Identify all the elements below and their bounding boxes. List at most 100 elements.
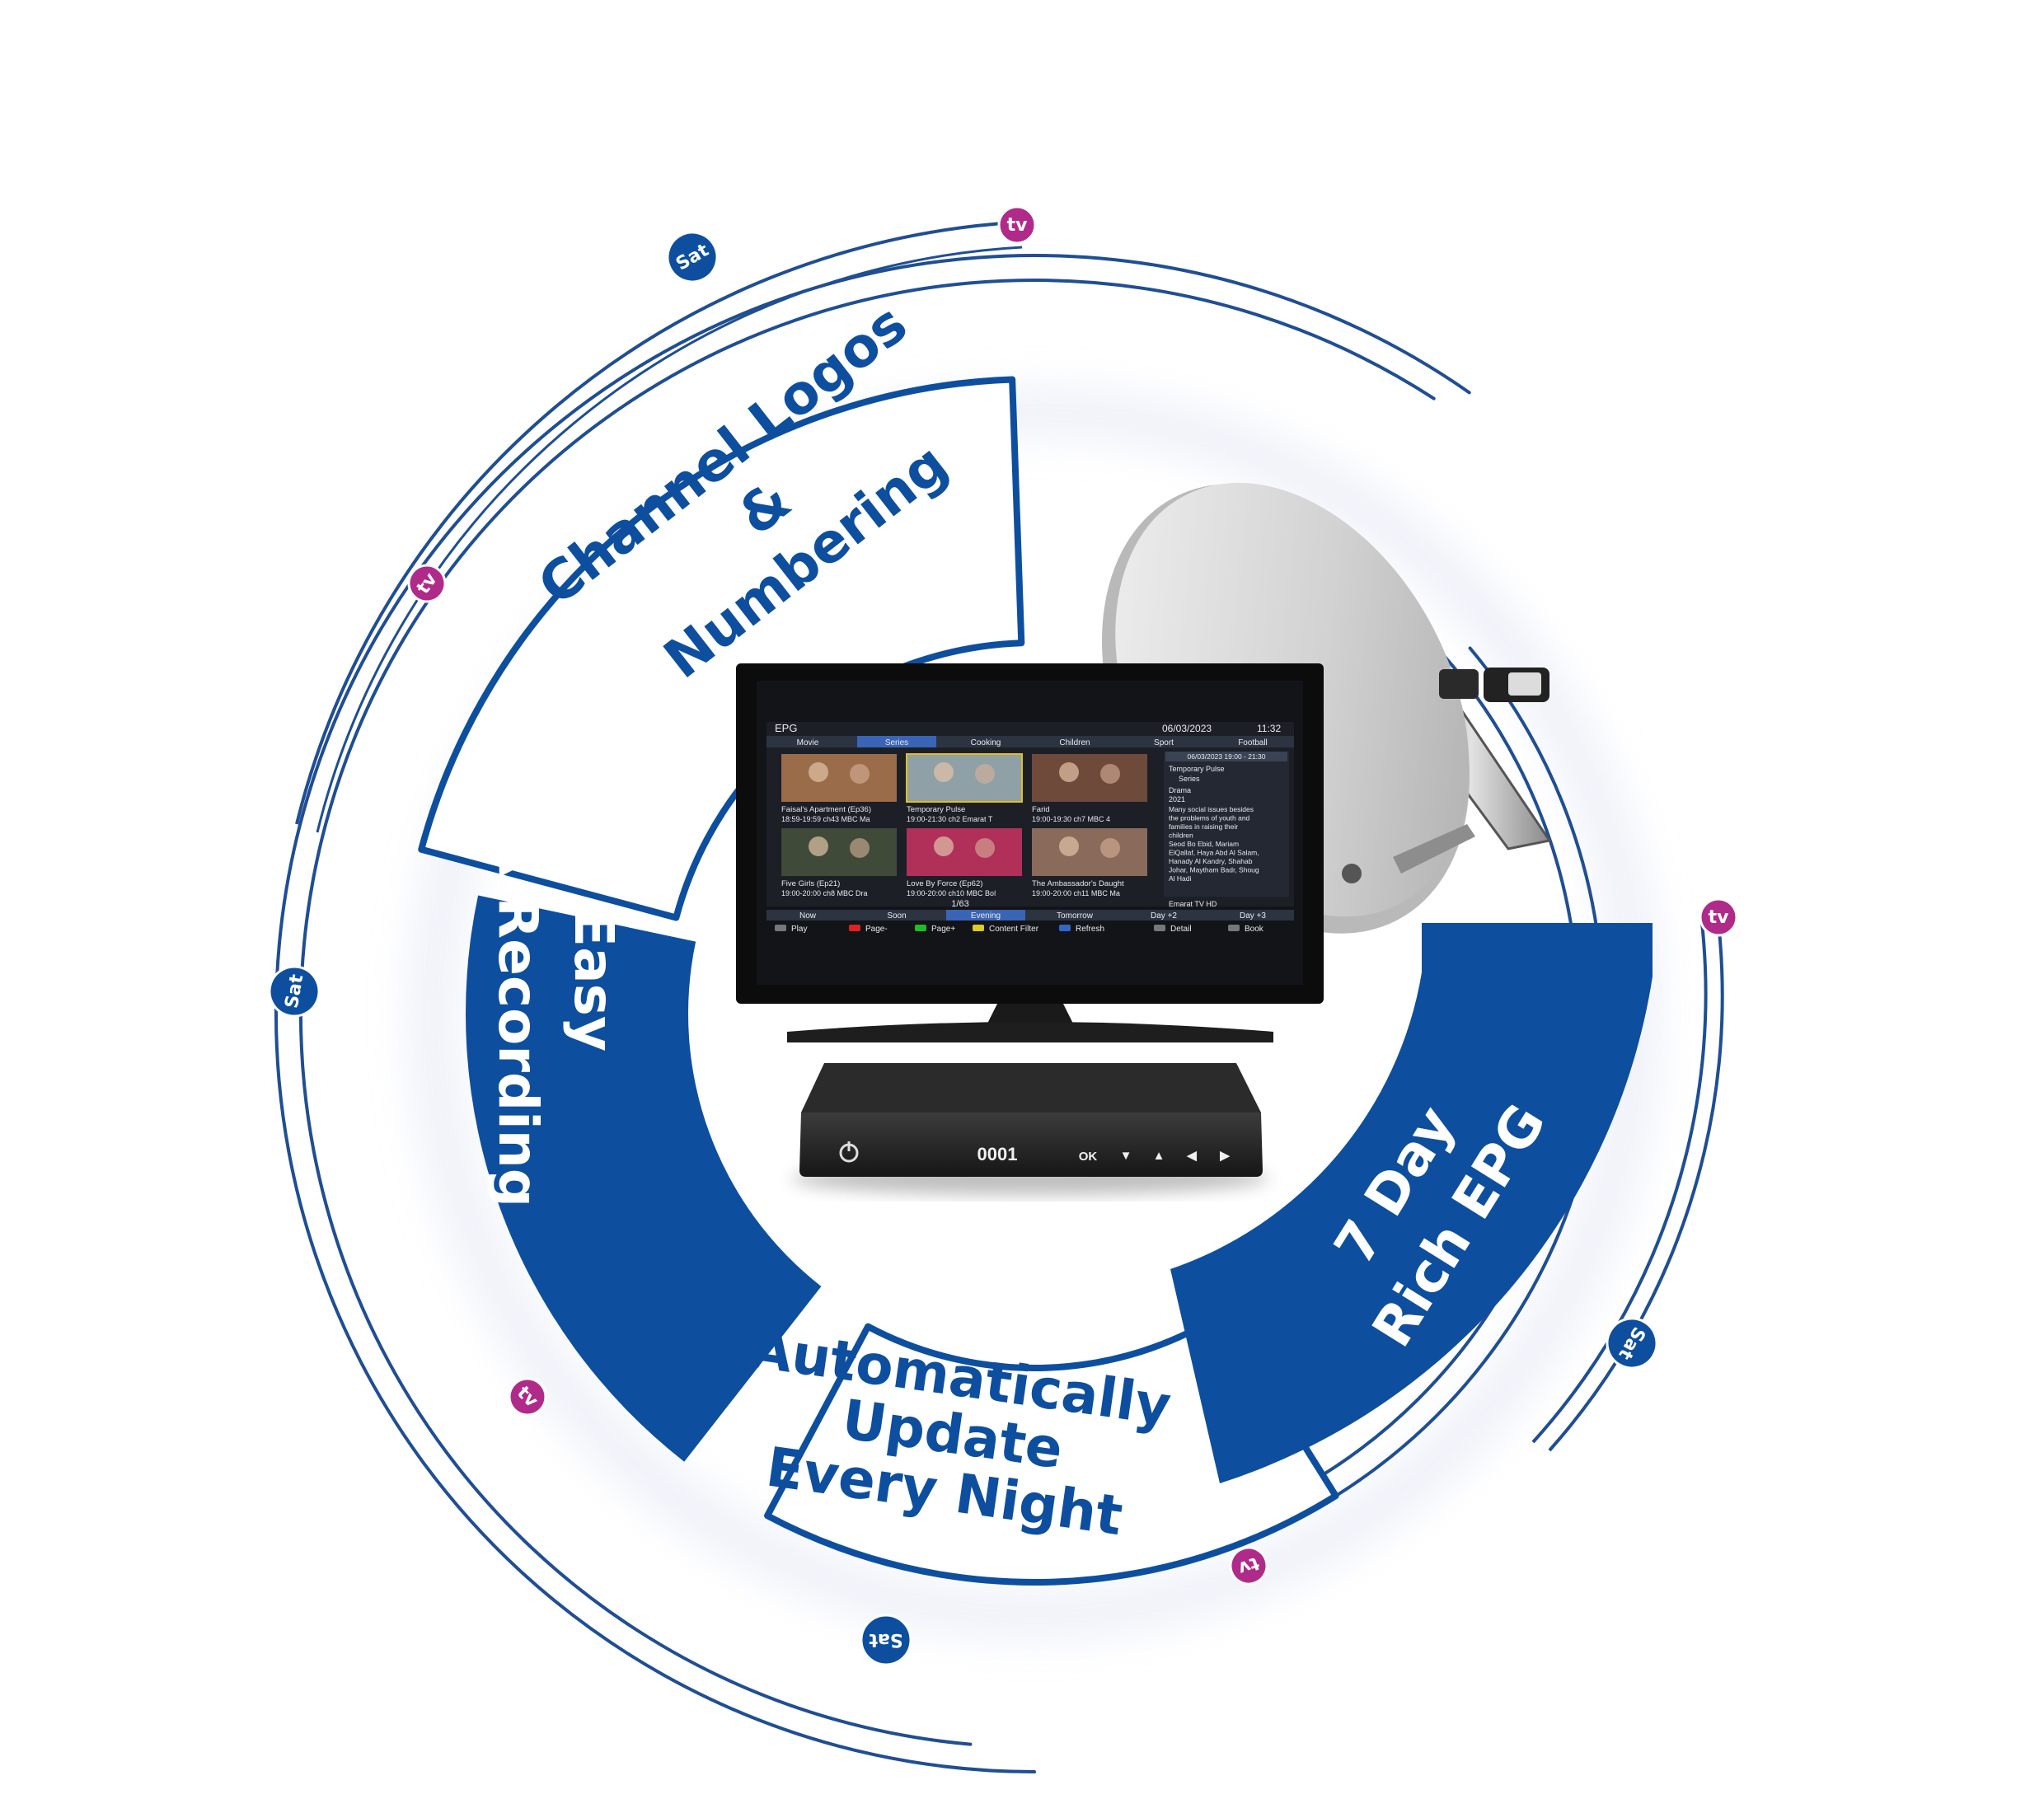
epg-thumb-face-5 (1059, 836, 1079, 856)
epg-time-active (946, 910, 1025, 921)
epg-thumb-face2-1 (975, 764, 995, 784)
epg-footer-label-1: Page- (865, 925, 888, 934)
epg-thumb-face-2 (1059, 762, 1079, 782)
epg-detail-title: Temporary Pulse (1169, 765, 1225, 773)
epg-title: EPG (775, 722, 797, 734)
epg-time: 11:32 (1257, 723, 1281, 734)
badge-tv-left-dot (407, 564, 447, 603)
epg-program-title-3: Five Girls (Ep21) (781, 879, 840, 888)
epg-footer-key-2 (915, 925, 926, 931)
epg-program-info-3: 19:00-20:00 ch8 MBC Dra (781, 889, 868, 897)
epg-footer-key-3 (973, 925, 984, 931)
epg-detail-desc-2: families in raising their (1169, 822, 1238, 831)
epg-footer-label-4: Refresh (1076, 925, 1104, 934)
epg-detail-desc-3: children (1169, 832, 1193, 840)
epg-program-info-2: 19:00-19:30 ch7 MBC 4 (1032, 815, 1110, 823)
epg-time-tab-3: Tomorrow (1057, 911, 1094, 921)
badge-tv-right-text: tv (1709, 907, 1730, 928)
epg-time-tab-0: Now (799, 911, 817, 921)
epg-thumb-face-4 (934, 836, 954, 856)
epg-program-title-1: Temporary Pulse (907, 805, 965, 814)
badge-sat-bottom-dot (860, 1614, 912, 1666)
epg-time-bar (766, 910, 1294, 921)
epg-detail-desc-0: Many social issues besides (1169, 805, 1254, 813)
epg-detail-desc-6: Hanady Al Kandry, Shahab (1169, 857, 1253, 865)
badge-tv-right: tv (1699, 897, 1738, 937)
box-display: 0001 (977, 1144, 1018, 1164)
badge-sat-left: Sat (268, 965, 321, 1018)
segment-auto-update (764, 1310, 1339, 1586)
epg-thumb-face2-0 (850, 764, 870, 784)
epg-thumb-face2-5 (1100, 838, 1120, 858)
epg-program-title-2: Farid (1032, 805, 1050, 814)
segment-epg (1170, 923, 1653, 1483)
top-arc-inner (316, 246, 1023, 833)
badge-tv-top-dot (997, 205, 1037, 245)
badge-tv-top: tv (997, 205, 1037, 245)
box-arrow-3: ▶ (1219, 1149, 1231, 1163)
epg-footer-label-6: Book (1245, 925, 1264, 934)
badge-tv-bottom-dot (1229, 1546, 1268, 1586)
epg-time-tab-1: Soon (887, 911, 906, 921)
epg-footer-label-5: Detail (1170, 925, 1192, 934)
epg-footer-key-0 (775, 925, 786, 931)
epg-thumb-5 (1032, 828, 1147, 876)
badge-sat-right: Sat (1606, 1317, 1658, 1370)
epg-detail-genre: Drama (1169, 786, 1191, 794)
epg-time-tab-5: Day +3 (1240, 911, 1266, 921)
epg-thumb-3 (781, 828, 897, 876)
epg-thumb-face2-4 (975, 838, 995, 858)
epg-program-info-1: 19:00-21:30 ch2 Emarat T (907, 815, 993, 823)
epg-thumb-face-3 (809, 836, 828, 856)
epg-thumb-face2-3 (850, 838, 870, 858)
epg-category-bar (766, 736, 1294, 747)
epg-category-4: Sport (1154, 738, 1174, 747)
epg-footer-key-1 (849, 925, 860, 931)
epg-program-info-0: 18:59-19:59 ch43 MBC Ma (781, 815, 870, 823)
box-arrow-buttons: ▼▲◀▶ (1120, 1149, 1231, 1163)
epg-category-5: Football (1238, 738, 1268, 747)
epg-footer-key-4 (1059, 925, 1071, 931)
epg-program-info-4: 19:00-20:00 ch10 MBC Bol (907, 889, 996, 897)
epg-program-title-0: Faisal's Apartment (Ep36) (781, 805, 871, 814)
epg-detail-desc-4: Seod Bo Ebid, Mariam (1169, 840, 1239, 848)
badge-tv-bottom: tv (1229, 1546, 1268, 1586)
epg-program-title-5: The Ambassador's Daught (1032, 879, 1124, 888)
epg-thumb-1 (906, 753, 1023, 803)
badge-tv-top-text: tv (1007, 215, 1029, 236)
epg-detail-desc-8: Al Hadi (1169, 874, 1192, 883)
outer-ring (274, 254, 1471, 1773)
epg-category-1: Series (885, 738, 908, 747)
epg-footer-key-5 (1154, 925, 1165, 931)
label-pvr-line-0: Easy (562, 910, 626, 1052)
badge-sat-bottom: Sat (860, 1614, 912, 1666)
epg-category-3: Children (1059, 738, 1090, 747)
epg-footer-label-2: Page+ (931, 925, 955, 934)
box-arrow-1: ▲ (1153, 1149, 1165, 1163)
epg-detail-channel: Emarat TV HD (1169, 900, 1217, 908)
epg-category-active (857, 736, 936, 747)
epg-page: 1/63 (951, 899, 968, 909)
epg-date: 06/03/2023 (1162, 723, 1212, 734)
right-arc-a (1548, 922, 1724, 1452)
epg-category-0: Movie (797, 738, 819, 747)
epg-footer-label-0: Play (791, 925, 807, 934)
epg-thumb-face-1 (934, 762, 954, 782)
epg-detail-desc-5: ElQallaf, Haya Abd Al Salam, (1169, 849, 1259, 857)
epg-time-tab-4: Day +2 (1151, 911, 1177, 921)
epg-detail-type: Series (1179, 775, 1200, 783)
set-top-box: 0001 OK ▼▲◀▶ (791, 1063, 1269, 1195)
badge-sat-left-dot (268, 965, 321, 1018)
epg-detail-time: 06/03/2023 19:00 - 21:30 (1188, 752, 1266, 761)
top-arc (295, 221, 1015, 825)
epg-detail-year: 2021 (1169, 795, 1185, 803)
epg-thumb-4 (907, 828, 1022, 876)
epg-program-info-5: 19:00-20:00 ch11 MBC Ma (1032, 889, 1120, 897)
epg-thumb-2 (1032, 754, 1147, 802)
epg-detail-panel (1164, 752, 1289, 897)
